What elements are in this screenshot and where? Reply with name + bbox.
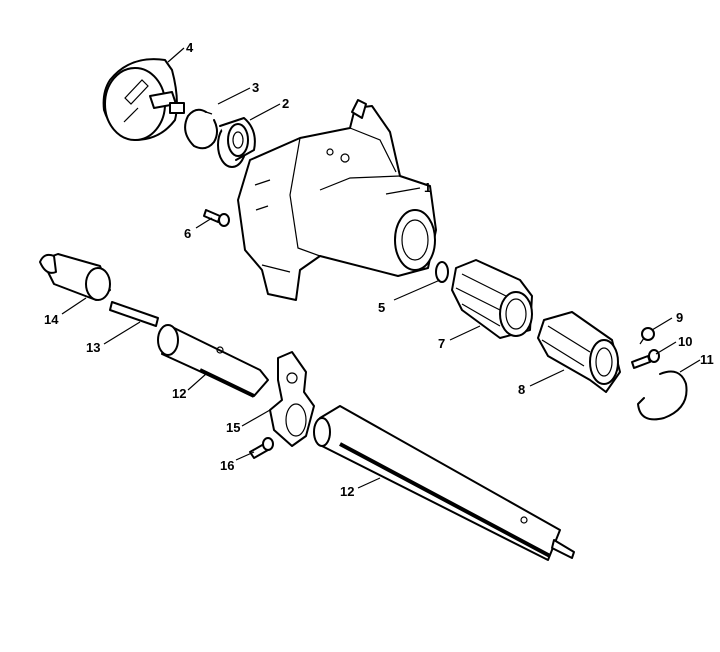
part-13-drive-shaft[interactable]: [109, 301, 159, 327]
leader-lines: [61, 47, 701, 489]
leader-7: [449, 325, 481, 341]
part-15-clamp[interactable]: [269, 351, 315, 447]
leader-10: [655, 341, 677, 355]
part-11-circlip[interactable]: [637, 370, 688, 421]
callout-10: 10: [678, 334, 692, 349]
callout-2: 2: [282, 96, 289, 111]
leader-14: [61, 297, 87, 315]
part-5-snap-ring[interactable]: [435, 261, 449, 283]
leader-15: [241, 409, 271, 427]
part-7-spline-sleeve[interactable]: [451, 259, 533, 339]
part-2-ball-bearing[interactable]: [217, 117, 256, 168]
callout-3: 3: [252, 80, 259, 95]
part-16-screw[interactable]: [249, 437, 274, 459]
callout-8: 8: [518, 382, 525, 397]
part-6-screw[interactable]: [203, 209, 230, 227]
part-10-screw[interactable]: [631, 349, 660, 369]
callout-6: 6: [184, 226, 191, 241]
part-14-plug[interactable]: [39, 253, 111, 301]
callout-14: 14: [44, 312, 59, 327]
leader-13: [103, 321, 141, 345]
callout-12b: 12: [340, 484, 354, 499]
leader-2: [249, 103, 281, 121]
part-4-clutch-drum[interactable]: [102, 58, 185, 141]
leader-12b: [357, 477, 381, 489]
part-12-tube-long[interactable]: [313, 405, 575, 561]
leader-16: [235, 451, 255, 461]
callout-16: 16: [220, 458, 234, 473]
callout-9: 9: [676, 310, 683, 325]
leader-3: [217, 87, 251, 105]
leader-9: [651, 317, 673, 331]
callout-7: 7: [438, 336, 445, 351]
part-9-screw[interactable]: [639, 327, 655, 345]
leader-1: [385, 187, 421, 195]
part-3-circlip[interactable]: [184, 108, 218, 150]
leader-6: [195, 217, 213, 229]
callout-12a: 12: [172, 386, 186, 401]
callout-13: 13: [86, 340, 100, 355]
leader-11: [679, 359, 701, 373]
leader-12a: [187, 373, 207, 391]
leader-8: [529, 369, 565, 387]
callout-1: 1: [424, 180, 431, 195]
callout-5: 5: [378, 300, 385, 315]
callout-11: 11: [700, 352, 714, 367]
leader-5: [393, 279, 441, 301]
leader-4: [167, 47, 185, 63]
part-8-bushing[interactable]: [537, 311, 621, 393]
part-1-gear-housing[interactable]: [237, 99, 437, 301]
callout-15: 15: [226, 420, 240, 435]
callout-4: 4: [186, 40, 194, 55]
part-12-tube-short[interactable]: [157, 324, 269, 398]
